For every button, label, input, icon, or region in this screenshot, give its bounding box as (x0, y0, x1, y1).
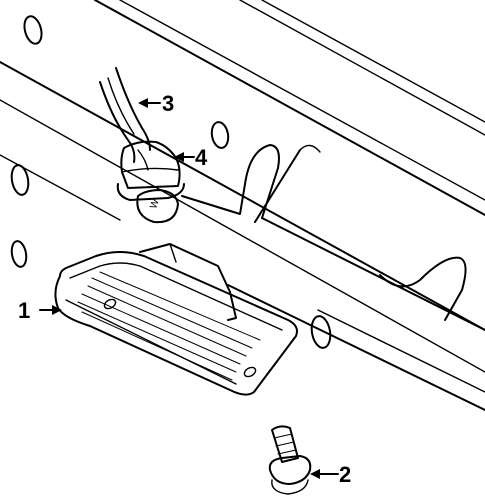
wiring-harness (99, 67, 151, 163)
bumper-panel (0, 0, 485, 411)
callout-leader-1 (39, 305, 62, 315)
callout-number-3: 3 (162, 91, 174, 116)
screw (268, 425, 312, 495)
callout-leader-3 (138, 98, 161, 108)
callout-leader-2 (310, 469, 339, 479)
callout-number-4: 4 (195, 145, 208, 170)
bulb-marking: W (148, 197, 162, 210)
lamp-housing (54, 243, 298, 396)
callout-leader-4 (174, 152, 195, 162)
bulb: W (136, 189, 179, 224)
bulb-socket (116, 140, 185, 201)
callout-number-1: 1 (18, 298, 30, 323)
callout-number-2: 2 (339, 462, 351, 487)
